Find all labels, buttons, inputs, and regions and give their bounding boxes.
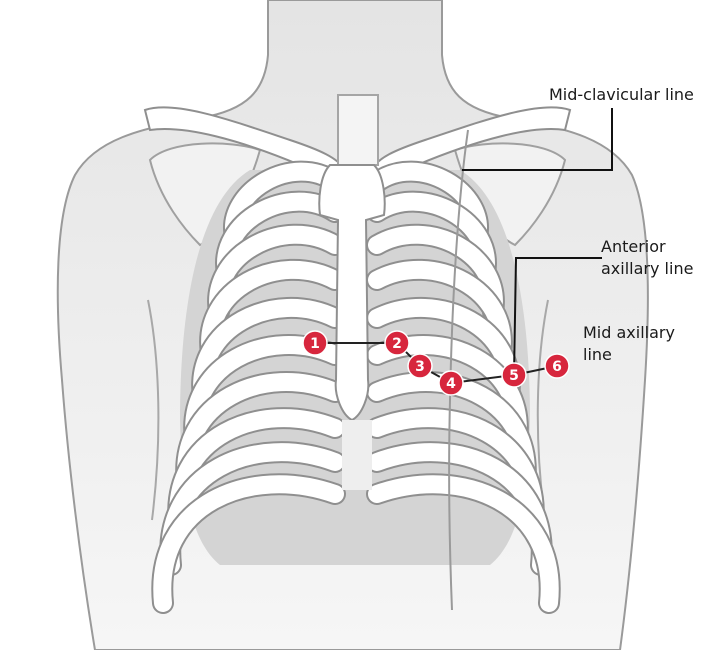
electrode-v1-label: 1 (310, 336, 320, 352)
electrode-v3: 3 (408, 354, 432, 378)
electrode-v2-label: 2 (392, 336, 402, 352)
trachea (338, 95, 378, 165)
electrode-v3-label: 3 (415, 359, 425, 375)
electrode-v5: 5 (502, 363, 526, 387)
electrode-v4: 4 (439, 371, 463, 395)
electrode-v2: 2 (385, 331, 409, 355)
mid-clavicular-line-label: Mid-clavicular line (549, 84, 694, 106)
electrode-v6: 6 (545, 354, 569, 378)
electrode-v1: 1 (303, 331, 327, 355)
electrode-v4-label: 4 (446, 376, 456, 392)
mid-axillary-line-label: Mid axillary line (583, 322, 675, 366)
electrode-v5-label: 5 (509, 368, 519, 384)
anterior-axillary-line-label: Anterior axillary line (601, 236, 693, 280)
electrode-v6-label: 6 (552, 359, 562, 375)
lower-spine (342, 420, 372, 490)
